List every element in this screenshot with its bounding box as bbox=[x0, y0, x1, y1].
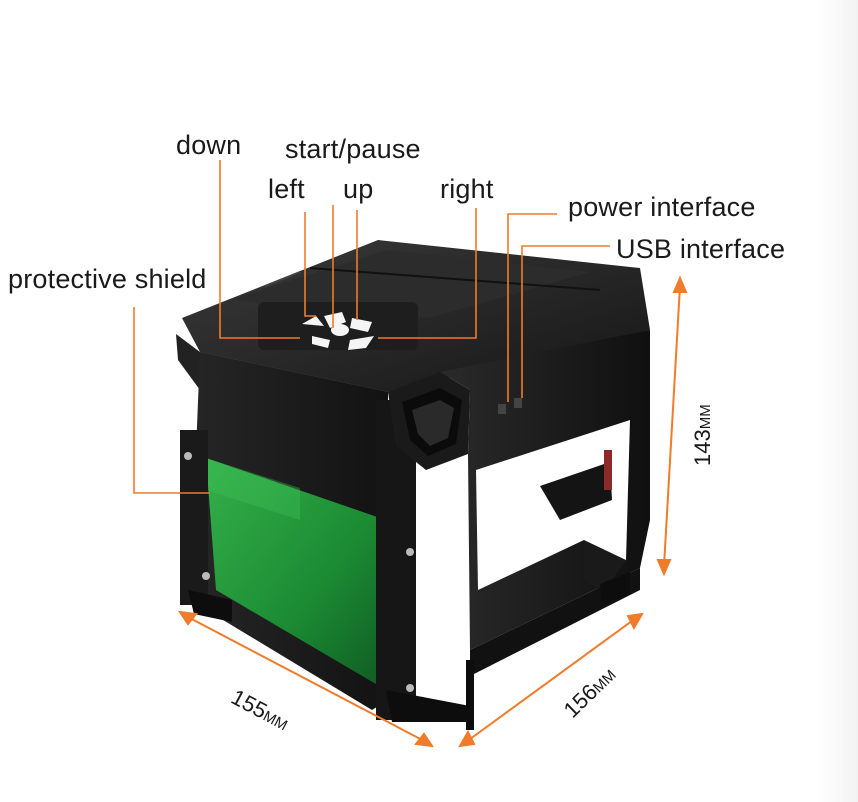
machine-front bbox=[176, 334, 470, 722]
callout-lines bbox=[133, 160, 610, 494]
height-arrow bbox=[663, 285, 681, 567]
label-usb-interface: USB interface bbox=[616, 234, 786, 264]
label-down: down bbox=[176, 130, 242, 160]
label-left: left bbox=[268, 174, 305, 204]
callout-line-down bbox=[219, 160, 300, 339]
label-right: right bbox=[440, 174, 494, 204]
machine-corner bbox=[388, 372, 470, 470]
label-protective-shield: protective shield bbox=[8, 264, 207, 294]
depth-arrow bbox=[465, 617, 637, 743]
label-power-interface: power interface bbox=[568, 192, 756, 222]
dimension-height-unit: MM bbox=[697, 404, 714, 430]
dimension-height: 143MM bbox=[690, 404, 715, 466]
width-arrow bbox=[185, 615, 427, 743]
callout-line-right bbox=[378, 208, 477, 339]
control-buttons bbox=[258, 302, 418, 350]
label-up: up bbox=[343, 174, 374, 204]
dimension-height-value: 143 bbox=[690, 429, 715, 466]
callout-line-shield bbox=[133, 307, 210, 494]
dimension-arrows bbox=[177, 275, 688, 748]
machine-top bbox=[182, 240, 650, 392]
machine-side bbox=[440, 330, 650, 730]
background-edge bbox=[818, 0, 858, 802]
label-start-pause: start/pause bbox=[285, 134, 421, 164]
protective-shield bbox=[206, 458, 386, 690]
callout-line-usb bbox=[521, 245, 610, 398]
callout-line-power bbox=[507, 213, 557, 402]
callout-line-left bbox=[304, 212, 316, 317]
